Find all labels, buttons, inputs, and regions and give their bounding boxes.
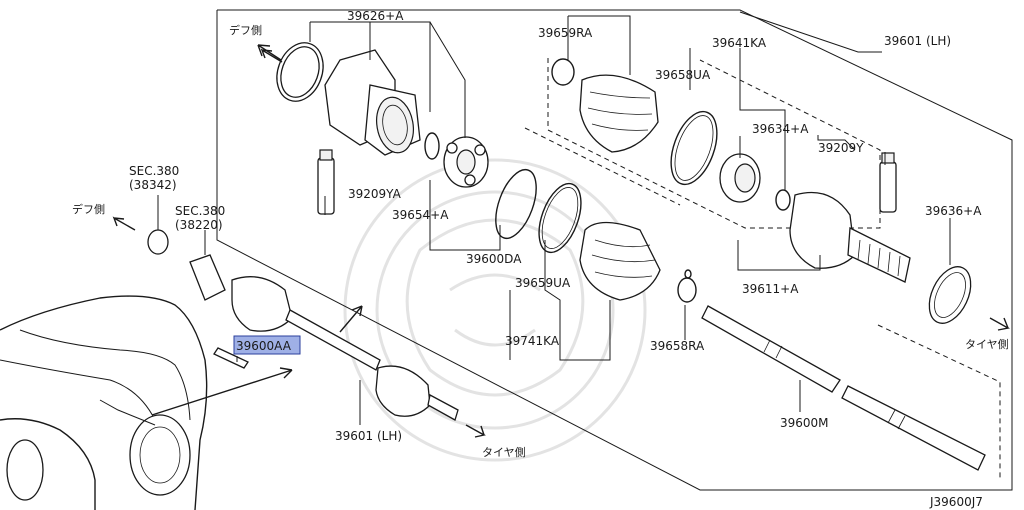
drive-shaft-part: [701, 305, 986, 471]
label-39601LH-bottom[interactable]: 39601 (LH): [335, 429, 402, 443]
label-39658UA[interactable]: 39658UA: [655, 68, 711, 82]
label-39626A[interactable]: 39626+A: [347, 9, 404, 23]
boot-band-large: [495, 168, 537, 240]
label-tire-side-bottom: タイヤ側: [482, 446, 526, 459]
dust-seal-part: [928, 266, 972, 324]
label-39601LH-top[interactable]: 39601 (LH): [884, 34, 951, 48]
snap-ring-part: [424, 132, 440, 160]
grease-tube-left: [317, 149, 335, 215]
tripod-joint-part: [443, 136, 489, 188]
label-sec380a-sub: (38342): [129, 178, 177, 192]
label-39600AA[interactable]: 39600AA: [236, 339, 292, 353]
shaft-assembly-part: [147, 229, 459, 421]
watermark-emblem: [343, 158, 647, 462]
label-39600DA[interactable]: 39600DA: [466, 252, 522, 266]
label-tire-side-right: タイヤ側: [965, 338, 1009, 351]
label-39659RA[interactable]: 39659RA: [538, 26, 593, 40]
grease-tube-right: [879, 152, 897, 213]
label-39659UA[interactable]: 39659UA: [515, 276, 571, 290]
label-diff-side-left: デフ側: [72, 202, 105, 216]
label-39636A[interactable]: 39636+A: [925, 204, 982, 218]
small-band-part: [677, 269, 697, 303]
part-labels: 39626+A 39659RA 39641KA 39601 (LH) 39658…: [72, 9, 1009, 509]
label-39600M[interactable]: 39600M: [780, 416, 829, 430]
label-sec380b-sub: (38220): [175, 218, 223, 232]
vehicle-outline: [0, 295, 208, 510]
direction-arrows: [112, 44, 1011, 438]
assembly-outline: [216, 9, 1013, 491]
highlight-box: [233, 335, 301, 355]
outer-boot-part: [551, 58, 718, 186]
label-39641KA[interactable]: 39641KA: [712, 36, 767, 50]
label-diff-side-top: デフ側: [229, 23, 262, 37]
boot-band-medium: [538, 182, 582, 254]
label-39209Y[interactable]: 39209Y: [818, 141, 864, 155]
label-sec380a[interactable]: SEC.380: [129, 164, 179, 178]
label-39209YA[interactable]: 39209YA: [348, 187, 402, 201]
leader-lines: [157, 11, 951, 425]
lower-dashed-box: [524, 127, 1001, 480]
inner-boot-part: [579, 221, 661, 301]
diagram-code: J39600J7: [929, 495, 983, 509]
label-39634A[interactable]: 39634+A: [752, 122, 809, 136]
label-39611A[interactable]: 39611+A: [742, 282, 799, 296]
outer-cv-joint-part: [719, 153, 911, 283]
label-39654A[interactable]: 39654+A: [392, 208, 449, 222]
label-39741KA[interactable]: 39741KA: [505, 334, 560, 348]
label-39658RA[interactable]: 39658RA: [650, 339, 705, 353]
label-sec380b[interactable]: SEC.380: [175, 204, 225, 218]
outer-housing-part: [276, 42, 421, 156]
